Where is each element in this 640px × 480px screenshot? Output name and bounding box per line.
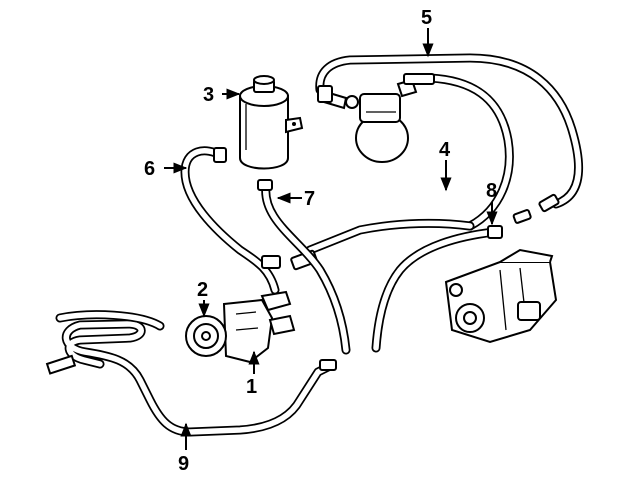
pressure-switch (322, 78, 418, 163)
gear-line-part-8 (371, 225, 503, 353)
steering-gear-box (444, 248, 558, 344)
power-steering-pump-part-1 (185, 290, 296, 364)
callout-4: 4 (439, 139, 451, 161)
suction-hose-part-6 (180, 146, 281, 295)
leader-lines (164, 28, 498, 450)
callout-5: 5 (421, 7, 432, 29)
reservoir-part-3 (239, 75, 304, 170)
callout-6: 6 (144, 158, 155, 180)
cooler-line-part-9 (45, 310, 337, 437)
callout-9: 9 (178, 453, 189, 475)
callout-3: 3 (203, 84, 214, 106)
callout-2: 2 (197, 279, 208, 301)
callout-8: 8 (486, 180, 497, 202)
return-hose-part-7 (257, 179, 351, 355)
callout-7: 7 (304, 188, 315, 210)
callout-1: 1 (246, 376, 257, 398)
